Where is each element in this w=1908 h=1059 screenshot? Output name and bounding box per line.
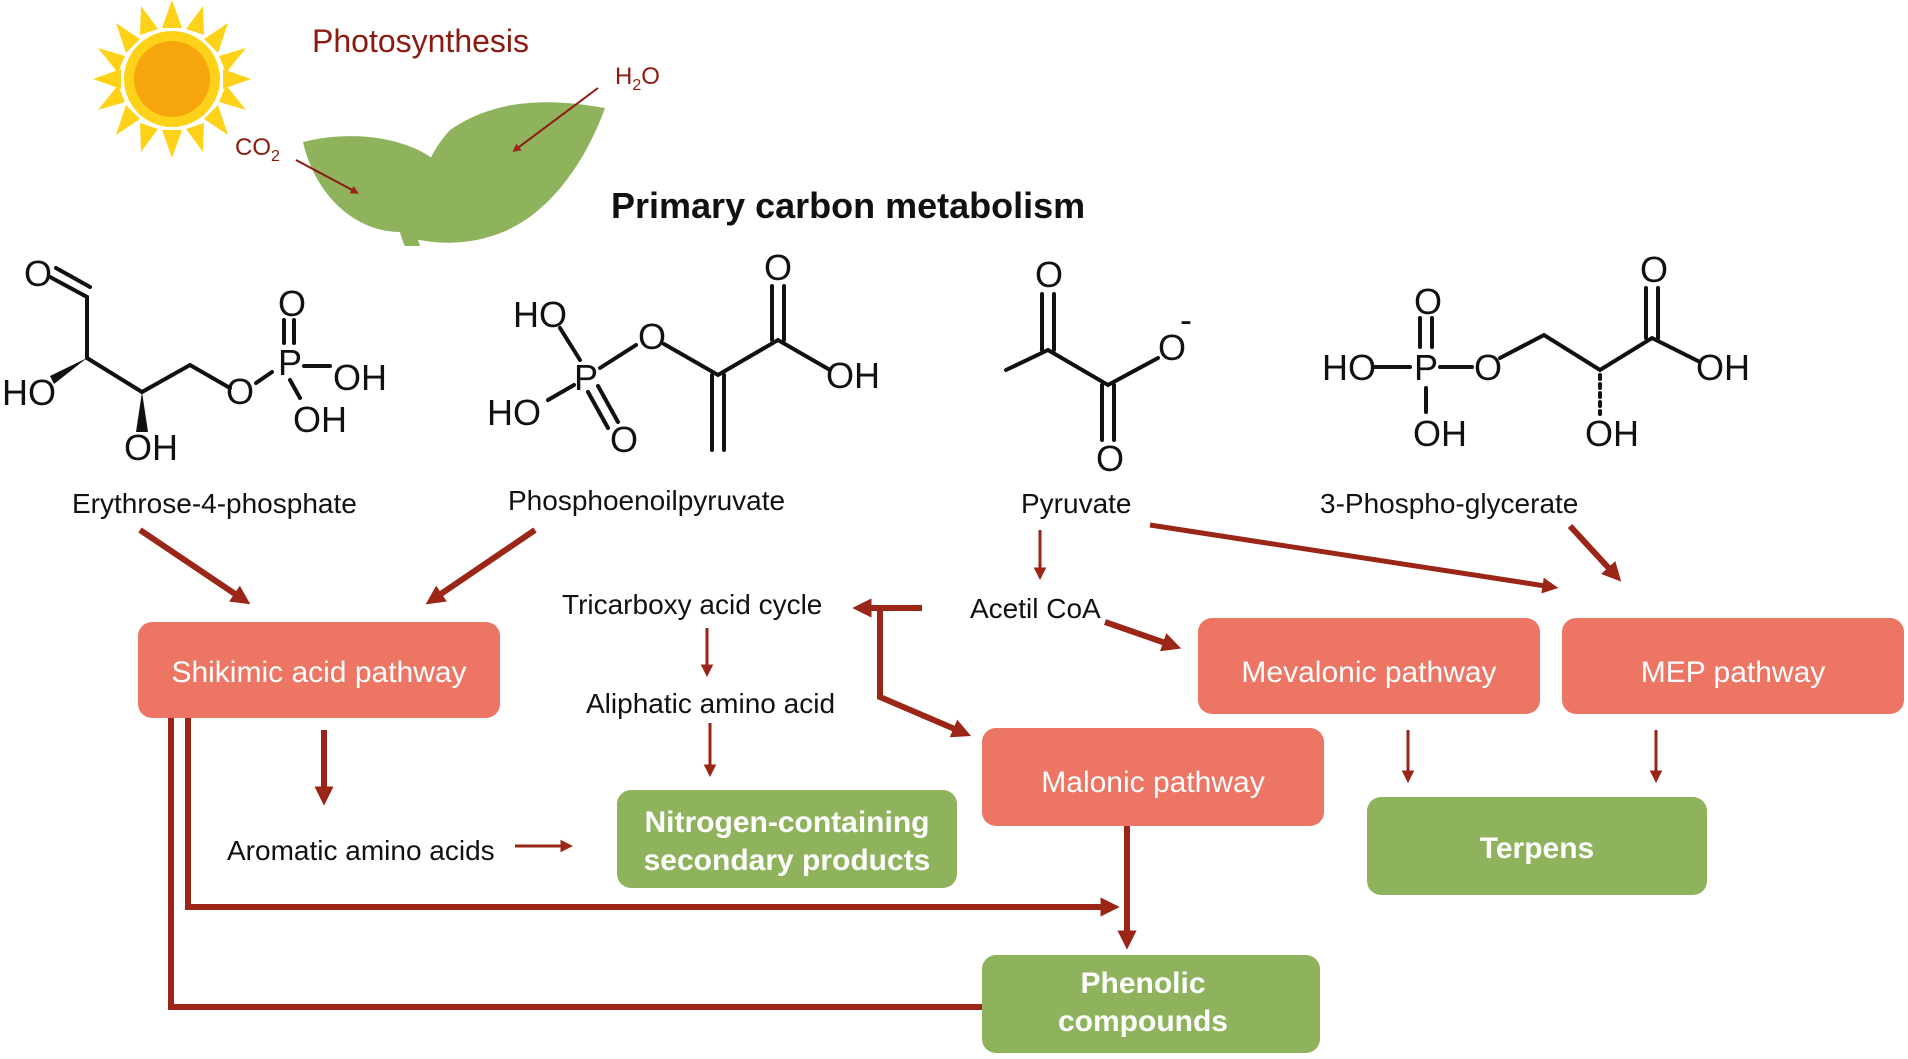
pyruvate-name: Pyruvate [1021,488,1132,519]
pep-name: Phosphoenoilpyruvate [508,485,785,516]
page-title: Primary carbon metabolism [611,185,1085,226]
arrow-pep-to-shikimic [425,527,537,605]
atom-label: O [1474,347,1502,388]
phenolic-label-line1: Phenolic [1080,967,1205,1000]
atom-label: O [610,419,638,460]
atom-label: O [1035,254,1063,295]
e4p-name: Erythrose-4-phosphate [72,488,357,519]
arrow-acetylcoa-to-malonic [877,605,972,738]
co2-arrow [295,159,359,194]
terpens-box: Terpens [1367,797,1707,895]
phenolic-label-line2: compounds [1058,1005,1228,1038]
phenolic-compounds-box: Phenolic compounds [982,955,1320,1053]
h2o-h: H [615,63,632,90]
atom-label: OH [333,357,387,398]
pg3-structure: HO P O OH O O OH OH [1322,249,1750,454]
e4p-structure: O HO OH O P O OH OH [2,253,387,468]
h2o-sub: 2 [632,77,641,94]
sun-icon [93,0,251,158]
h2o-label: H2O [615,63,660,94]
nitrogen-products-box: Nitrogen-containing secondary products [617,790,957,888]
arrow-acetylcoa-to-mevalonic [1104,619,1182,652]
atom-label: OH [1696,347,1750,388]
atom-label: OH [293,399,347,440]
atom-label: P [574,357,598,398]
nitrogen-label-line2: secondary products [644,844,931,877]
arrow-shikimic-to-phenolic [185,718,1120,917]
arrow-e4p-to-shikimic [138,527,251,605]
tca-label: Tricarboxy acid cycle [562,589,822,620]
co2-co: CO [235,134,271,161]
atom-label: O [764,247,792,288]
pep-structure: HO HO P O O O OH [487,247,880,460]
photosynthesis-label: Photosynthesis [312,23,529,59]
atom-label: O [1640,249,1668,290]
terpens-label: Terpens [1480,832,1594,865]
h2o-o: O [641,63,660,90]
flow-arrows [138,522,1663,1010]
shikimic-pathway-box: Shikimic acid pathway [138,622,500,718]
co2-sub: 2 [271,148,280,165]
atom-label: O [278,283,306,324]
atom-label: OH [1413,413,1467,454]
atom-label: HO [2,372,56,413]
atom-label: O [226,371,254,412]
atom-label: O [638,316,666,357]
atom-label: O [24,253,52,294]
atom-label: O [1158,327,1186,368]
mep-pathway-box: MEP pathway [1562,618,1904,714]
nitrogen-label-line1: Nitrogen-containing [645,806,930,839]
shikimic-label: Shikimic acid pathway [171,656,466,689]
pg3-name: 3-Phospho-glycerate [1320,488,1578,519]
atom-label: OH [826,355,880,396]
h2o-arrow [512,87,599,153]
atom-label: OH [124,427,178,468]
mevalonic-label: Mevalonic pathway [1241,656,1496,689]
atom-label: OH [1585,413,1639,454]
atom-label: - [1180,299,1192,340]
atom-label: O [1096,438,1124,479]
acetylcoa-label: Acetil CoA [970,593,1101,624]
atom-label: O [1414,281,1442,322]
pyruvate-structure: O O - O [1004,254,1192,479]
atom-label: P [1414,347,1438,388]
arrow-pyruvate-to-mep [1149,522,1559,594]
svg-text:H2O: H2O [615,63,660,94]
line-phenolic-return [168,718,982,1010]
atom-label: HO [1322,347,1376,388]
atom-label: HO [513,294,567,335]
mevalonic-pathway-box: Mevalonic pathway [1198,618,1540,714]
malonic-label: Malonic pathway [1041,766,1264,799]
atom-label: P [278,342,302,383]
co2-label: CO2 [235,134,280,165]
arrow-pg3-to-mep [1567,523,1622,582]
aliphatic-label: Aliphatic amino acid [586,688,835,719]
aromatic-label: Aromatic amino acids [227,835,495,866]
mep-label: MEP pathway [1641,656,1826,689]
atom-label: HO [487,392,541,433]
leaf-icon [303,102,605,246]
svg-text:CO2: CO2 [235,134,280,165]
malonic-pathway-box: Malonic pathway [982,728,1324,826]
